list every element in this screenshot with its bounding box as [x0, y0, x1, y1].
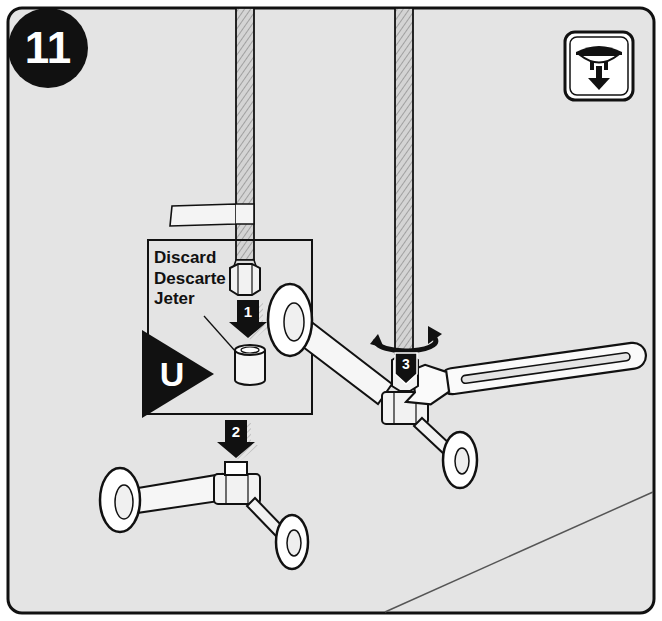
sink-icon — [588, 78, 610, 90]
shutoff-valve — [287, 530, 301, 556]
shutoff-valve — [455, 448, 469, 474]
rotation-arrow — [370, 326, 442, 351]
shutoff-valve — [126, 474, 226, 514]
sink-icon — [580, 55, 618, 63]
shutoff-valve — [284, 303, 304, 341]
panel-frame — [8, 8, 654, 613]
wrench — [401, 334, 648, 408]
sink-icon — [604, 62, 608, 70]
supply-hose — [395, 8, 413, 354]
sink-icon — [596, 66, 602, 78]
shutoff-valve — [225, 462, 247, 475]
wrench — [461, 352, 630, 384]
supply-hose — [236, 8, 254, 260]
rotation-arrow — [428, 326, 442, 344]
rotation-arrow — [370, 334, 384, 348]
supply-hose — [251, 265, 252, 294]
shutoff-valve — [393, 393, 394, 423]
shutoff-valve — [276, 515, 308, 569]
shutoff-valve — [115, 485, 133, 519]
callout-number: 2 — [232, 424, 240, 439]
cap — [235, 345, 265, 355]
sink-icon — [565, 32, 633, 100]
supply-hose — [395, 8, 413, 354]
rotation-arrow — [376, 336, 436, 351]
cap — [235, 345, 265, 385]
callout-number: 3 — [402, 357, 410, 371]
supply-hose — [230, 264, 260, 295]
shutoff-valve — [443, 432, 477, 488]
shutoff-valve — [268, 284, 477, 488]
step-number: 11 — [25, 26, 72, 70]
sink-icon — [565, 32, 633, 100]
shutoff-valve — [268, 284, 312, 356]
supply-hose — [236, 204, 254, 224]
supply-hose — [237, 265, 238, 294]
callout-text: Discard Descarte Jeter — [154, 248, 226, 310]
shutoff-valve — [225, 475, 226, 503]
sink-icon — [576, 46, 622, 55]
callout-triangle — [142, 330, 214, 418]
down-arrow — [217, 420, 255, 458]
shutoff-valve — [247, 475, 248, 503]
cabinet-edge — [385, 492, 653, 612]
wrench — [438, 341, 648, 396]
callout-number: 1 — [244, 304, 252, 319]
step-badge — [8, 8, 88, 88]
leader-line — [204, 316, 236, 352]
down-arrow — [395, 353, 417, 384]
callout-letter: U — [160, 357, 185, 391]
supply-hose — [170, 204, 236, 226]
down-arrow — [229, 300, 271, 341]
down-arrow — [217, 420, 259, 461]
shutoff-valve — [100, 462, 308, 569]
shutoff-valve — [100, 468, 140, 532]
inset-box — [148, 240, 312, 414]
cap — [241, 347, 259, 353]
sink-icon — [570, 37, 628, 95]
sink-icon — [590, 62, 594, 70]
down-arrow — [229, 300, 267, 338]
